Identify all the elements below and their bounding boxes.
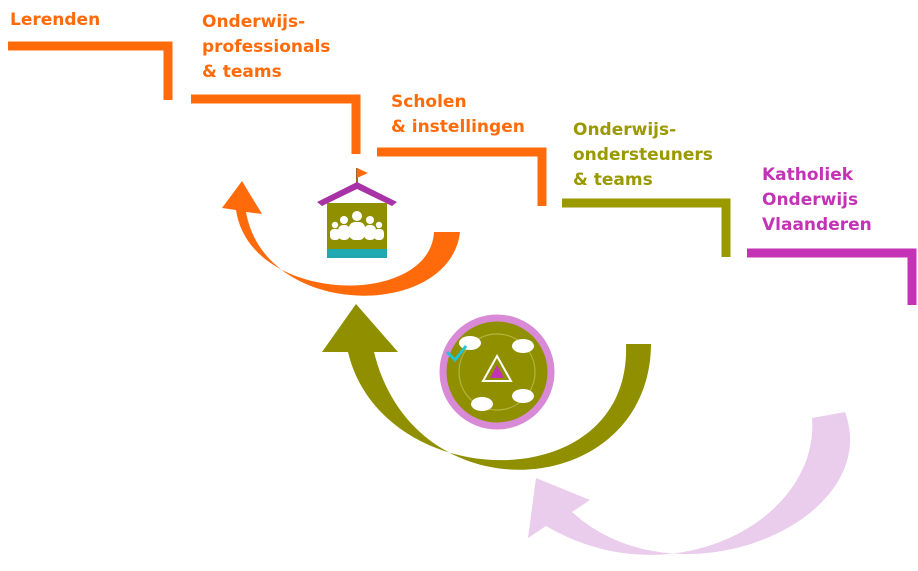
step-line-kov: [747, 248, 917, 305]
label-line: Lerenden: [10, 10, 101, 30]
step-line-lerenden: [8, 41, 173, 100]
label-scholen: Scholen & instellingen: [391, 90, 525, 140]
label-line: Onderwijs-: [573, 120, 677, 140]
label-lerenden: Lerenden: [10, 8, 100, 33]
cycle-arrow-olive: [322, 304, 651, 470]
label-line: & instellingen: [391, 117, 525, 137]
network-circle-icon: [439, 314, 555, 430]
label-line: Vlaanderen: [762, 215, 872, 235]
cycle-arrow-orange: [222, 181, 460, 296]
step-line-scholen: [377, 147, 547, 206]
label-line: Katholiek: [762, 165, 854, 185]
label-line: Onderwijs-: [202, 12, 306, 32]
label-line: ondersteuners: [573, 145, 713, 165]
label-ondersteuners: Onderwijs- ondersteuners & teams: [573, 118, 713, 193]
label-kov: Katholiek Onderwijs Vlaanderen: [762, 163, 872, 238]
label-line: Scholen: [391, 92, 467, 112]
label-line: professionals: [202, 37, 331, 57]
label-line: & teams: [202, 62, 282, 82]
cycle-arrow-pink: [528, 412, 851, 555]
label-onderwijsprofessionals: Onderwijs- professionals & teams: [202, 10, 330, 85]
label-line: Onderwijs: [762, 190, 859, 210]
step-line-ondersteuners: [562, 198, 731, 257]
school-house-icon: [317, 168, 397, 258]
label-line: & teams: [573, 170, 653, 190]
step-line-onderwijsprofessionals: [191, 94, 361, 154]
